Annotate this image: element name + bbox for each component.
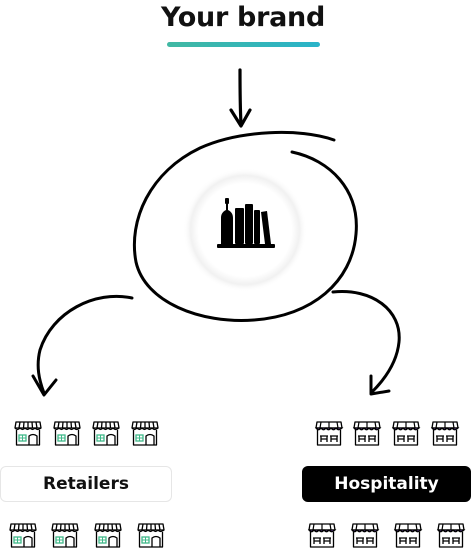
bottles-books-icon (217, 198, 275, 248)
retail-store-icon (50, 520, 80, 550)
right-arrow (331, 290, 401, 396)
retailers-button[interactable]: Retailers (0, 466, 172, 502)
retail-store-icon (91, 418, 121, 448)
cafe-store-icon (430, 418, 460, 448)
retail-store-icon (136, 520, 166, 550)
scribble-circle (132, 130, 358, 322)
retail-store-icon (130, 418, 160, 448)
retail-store-icon (93, 520, 123, 550)
cafe-store-icon (352, 418, 382, 448)
cafe-store-icon (391, 418, 421, 448)
left-arrow (31, 294, 134, 397)
retail-store-icon (52, 418, 82, 448)
cafe-store-icon (307, 520, 337, 550)
title-underline (167, 42, 320, 47)
cafe-store-icon (393, 520, 423, 550)
retail-store-icon (13, 418, 43, 448)
cafe-store-icon (436, 520, 466, 550)
cafe-store-icon (350, 520, 380, 550)
page-title: Your brand (161, 2, 325, 33)
hospitality-button[interactable]: Hospitality (302, 466, 471, 502)
down-arrow (229, 68, 252, 128)
cafe-store-icon (314, 418, 344, 448)
retail-store-icon (8, 520, 38, 550)
